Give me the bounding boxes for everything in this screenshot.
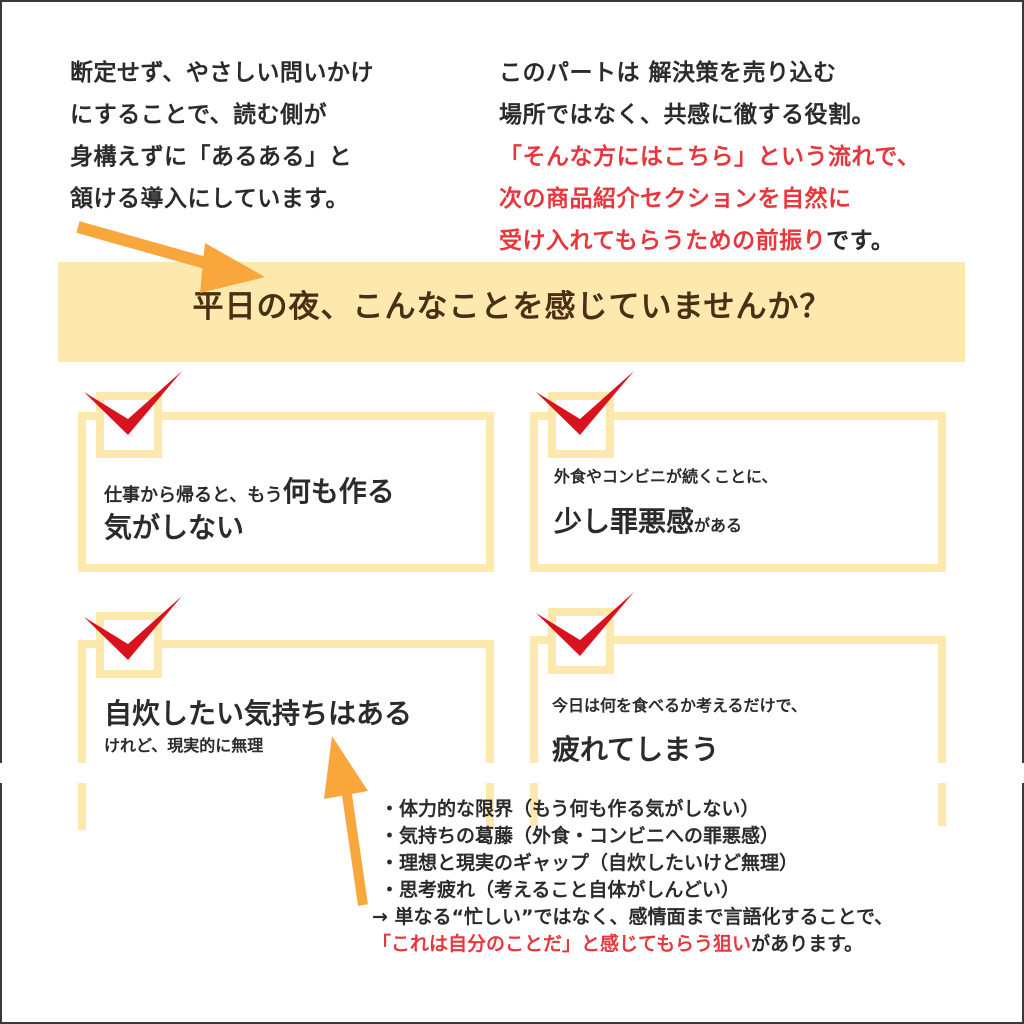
empathy-card-4 bbox=[530, 636, 946, 826]
summary-annotation: ・体力的な限界（もう何も作る気がしない） ・気持ちの葛藤（外食・コンビニへの罪悪… bbox=[372, 796, 893, 958]
annotation-left-line: 頷ける導入にしています。 bbox=[70, 186, 350, 212]
annotation-right-highlight: 「そんな方にはこちら」という流れで、 bbox=[499, 144, 921, 170]
annotation-right-highlight: 受け入れてもらうための前振り bbox=[499, 228, 827, 254]
summary-highlight: 「これは自分のことだ」と感じてもらう狙い bbox=[372, 933, 752, 955]
summary-final: 「これは自分のことだ」と感じてもらう狙いがあります。 bbox=[372, 931, 893, 958]
card-2-line1: 外食やコンビニが続くことに、 bbox=[554, 467, 778, 486]
card-3-line2: けれど、現実的に無理 bbox=[104, 736, 264, 755]
annotation-left-line: 身構えずに「あるある」と bbox=[70, 144, 352, 170]
empathy-card-1 bbox=[78, 412, 494, 572]
annotation-left: 断定せず、やさしい問いかけ にすることで、読む側が 身構えずに「あるある」と 頷… bbox=[70, 52, 374, 220]
section-title: 平日の夜、こんなことを感じていませんか？ bbox=[192, 289, 832, 325]
empathy-card-3 bbox=[78, 640, 494, 830]
summary-bullet: ・理想と現実のギャップ（自炊したいけど無理） bbox=[380, 852, 799, 874]
card-1-text: 仕事から帰ると、もう何も作る bbox=[104, 470, 395, 510]
card-4-line1: 今日は何を食べるか考えるだけで、 bbox=[552, 696, 807, 715]
card-3-line1: 自炊したい気持ちはある bbox=[104, 697, 413, 730]
crop-edge bbox=[0, 763, 1024, 783]
checkmark-icon bbox=[536, 371, 634, 435]
annotation-left-line: 断定せず、やさしい問いかけ bbox=[70, 60, 374, 86]
arrow-up-icon bbox=[324, 736, 368, 906]
checkbox-icon bbox=[548, 608, 614, 674]
summary-final-text: があります。 bbox=[751, 933, 864, 955]
card-2-small: がある bbox=[694, 516, 743, 535]
card-4-line2: 疲れてしまう bbox=[552, 733, 720, 766]
annotation-right: このパートは 解決策を売り込む 場所ではなく、共感に徹する役割。 「そんな方には… bbox=[499, 52, 920, 262]
card-2-line2: 少し罪悪感がある bbox=[554, 500, 742, 540]
card-1-small: 仕事から帰ると、もう bbox=[104, 485, 283, 506]
summary-bullet: ・思考疲れ（考えること自体がしんどい） bbox=[380, 879, 740, 901]
card-1-line2: 気がしない bbox=[104, 511, 245, 544]
annotation-right-line: 場所ではなく、共感に徹する役割。 bbox=[499, 102, 875, 128]
empathy-card-2 bbox=[530, 412, 946, 572]
annotation-left-line: にすることで、読む側が bbox=[70, 102, 328, 128]
annotation-right-text: です。 bbox=[826, 228, 895, 254]
annotation-right-line: このパートは 解決策を売り込む bbox=[499, 60, 837, 86]
summary-bullet: ・気持ちの葛藤（外食・コンビニへの罪悪感） bbox=[380, 825, 780, 847]
summary-conclusion: → 単なる“忙しい”ではなく、感情面まで言語化することで、 bbox=[372, 906, 894, 928]
checkmark-icon bbox=[536, 592, 634, 656]
card-2-large: 少し罪悪感 bbox=[554, 505, 695, 538]
checkmark-icon bbox=[84, 371, 182, 435]
card-1-large: 何も作る bbox=[282, 475, 395, 508]
annotation-right-line: 受け入れてもらうための前振りです。 bbox=[499, 220, 920, 262]
arrow-right-down-icon bbox=[76, 221, 265, 293]
checkmark-icon bbox=[84, 596, 182, 660]
summary-bullet: ・体力的な限界（もう何も作る気がしない） bbox=[380, 798, 760, 820]
annotation-right-highlight: 次の商品紹介セクションを自然に bbox=[499, 186, 852, 212]
